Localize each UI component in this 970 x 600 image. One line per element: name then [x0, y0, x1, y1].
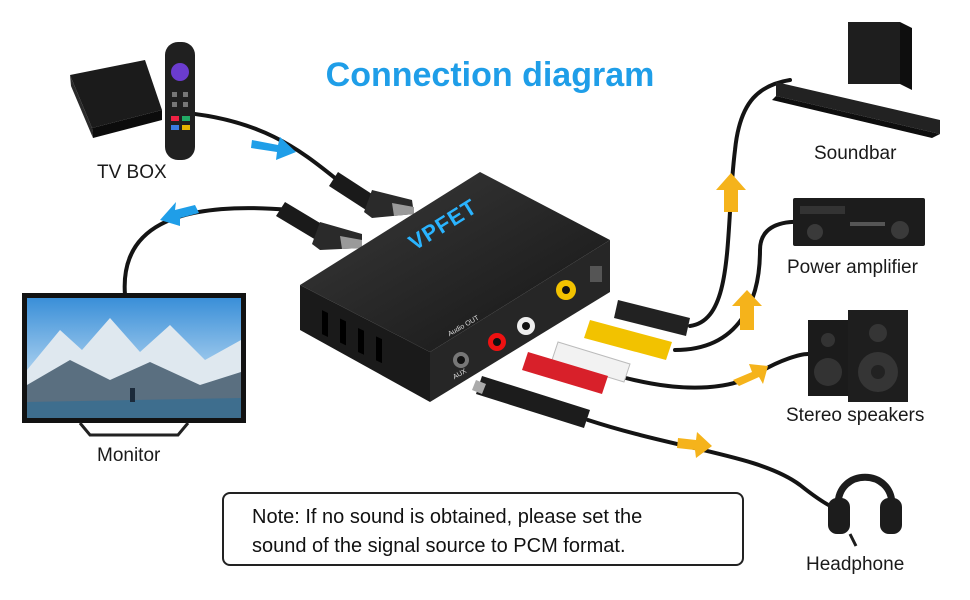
cable-speakers [620, 352, 810, 390]
rca-plug-white [551, 341, 631, 383]
input-arrows [160, 137, 296, 226]
note-line-2: sound of the signal source to PCM format… [252, 535, 626, 557]
note-box: Note: If no sound is obtained, please se… [222, 492, 744, 566]
headphone-device [828, 473, 902, 547]
arrow-to-converter [251, 137, 296, 160]
stereo-speakers-label: Stereo speakers [786, 405, 925, 426]
rca-plug-yellow [584, 320, 672, 360]
power-amplifier-label: Power amplifier [787, 257, 918, 278]
power-amplifier-device [793, 198, 925, 246]
page-title: Connection diagram [325, 56, 655, 94]
tv-box-device [70, 42, 195, 160]
note-line-1: Note: If no sound is obtained, please se… [252, 506, 643, 528]
arrow-to-amplifier [732, 290, 762, 330]
aux-plug [476, 376, 590, 428]
arrow-to-headphone [677, 432, 712, 458]
converter-device [300, 172, 610, 402]
hdmi-plug-output [276, 202, 362, 250]
soundbar-device [772, 22, 940, 138]
arrow-to-soundbar [716, 173, 746, 212]
optical-plug [614, 300, 690, 336]
cable-tvbox-hdmi [173, 110, 337, 180]
stereo-speakers-device [808, 310, 908, 402]
headphone-label: Headphone [806, 554, 905, 575]
rca-plugs [472, 300, 690, 428]
output-arrows [677, 173, 768, 458]
cable-amplifier [673, 219, 807, 352]
rca-plug-red [522, 352, 608, 394]
tv-box-label: TV BOX [97, 162, 167, 183]
monitor-label: Monitor [97, 445, 161, 466]
arrow-to-speakers [733, 364, 768, 386]
arrow-to-monitor [160, 202, 199, 226]
cable-soundbar [688, 78, 792, 328]
cable-monitor-hdmi [122, 206, 292, 297]
hdmi-plug-input [329, 172, 414, 218]
monitor-device [22, 293, 246, 437]
soundbar-label: Soundbar [814, 143, 897, 164]
